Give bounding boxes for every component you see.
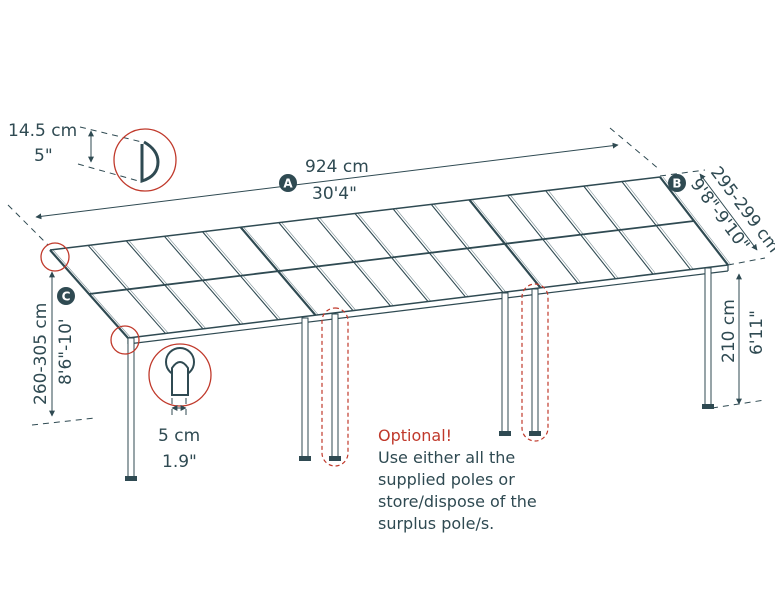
post-base [329, 456, 341, 461]
post-base [125, 476, 137, 481]
roof-crossbar [88, 220, 695, 295]
gutter-profile-icon [140, 140, 160, 184]
gutter-height-in: 5" [34, 146, 53, 166]
badge-a [279, 174, 297, 192]
length-dimension-line [35, 142, 619, 220]
badge-c [57, 287, 75, 305]
dim-extension [77, 163, 143, 183]
dim-extension [31, 417, 96, 426]
post-base [702, 404, 714, 409]
badge-a-label: A [283, 177, 293, 191]
post-width-in: 1.9" [162, 452, 197, 472]
optional-post-highlight [521, 283, 549, 442]
gutter-height-cm: 14.5 cm [8, 121, 77, 141]
front-beam-bottom [127, 270, 729, 345]
optional-post-highlight [321, 307, 349, 467]
dim-extension [609, 127, 661, 171]
roof [49, 176, 732, 345]
post-front-right [704, 267, 712, 409]
wall-height-cm: 260-305 cm [31, 303, 51, 405]
dim-extension [727, 257, 766, 266]
dim-extension [79, 126, 143, 143]
post-front-left [127, 337, 135, 481]
depth-dimension-line [699, 173, 758, 251]
optional-note-line: surplus pole/s. [378, 514, 494, 533]
optional-note-line: store/dispose of the [378, 492, 537, 511]
front-height-in: 6'11" [747, 310, 767, 355]
dim-extension [7, 204, 49, 246]
front-corner-highlight [110, 325, 140, 355]
post-profile-icon [165, 347, 195, 396]
badge-b [668, 174, 686, 192]
wall-bracket-highlight [40, 242, 70, 272]
wall-height-in: 8'6"-10' [56, 318, 76, 385]
optional-note-line: Use either all the [378, 448, 515, 467]
post-2 [301, 317, 309, 461]
front-beam [127, 264, 729, 339]
optional-note-line: supplied poles or [378, 470, 515, 489]
post-base [529, 431, 541, 436]
badge-b-label: B [672, 177, 681, 191]
optional-note-title: Optional! [378, 426, 452, 445]
front-height-cm: 210 cm [719, 299, 739, 363]
badge-c-label: C [62, 290, 71, 304]
post-optional-1 [331, 313, 339, 461]
gutter-detail-circle [113, 128, 177, 192]
post-base [499, 431, 511, 436]
length-cm: 924 cm [305, 157, 369, 177]
post-width-cm: 5 cm [158, 426, 200, 446]
posts [125, 267, 714, 481]
length-in: 30'4" [312, 184, 357, 204]
dim-extension [659, 169, 706, 177]
post-3 [501, 292, 509, 436]
post-optional-2 [531, 288, 539, 436]
post-base [299, 456, 311, 461]
